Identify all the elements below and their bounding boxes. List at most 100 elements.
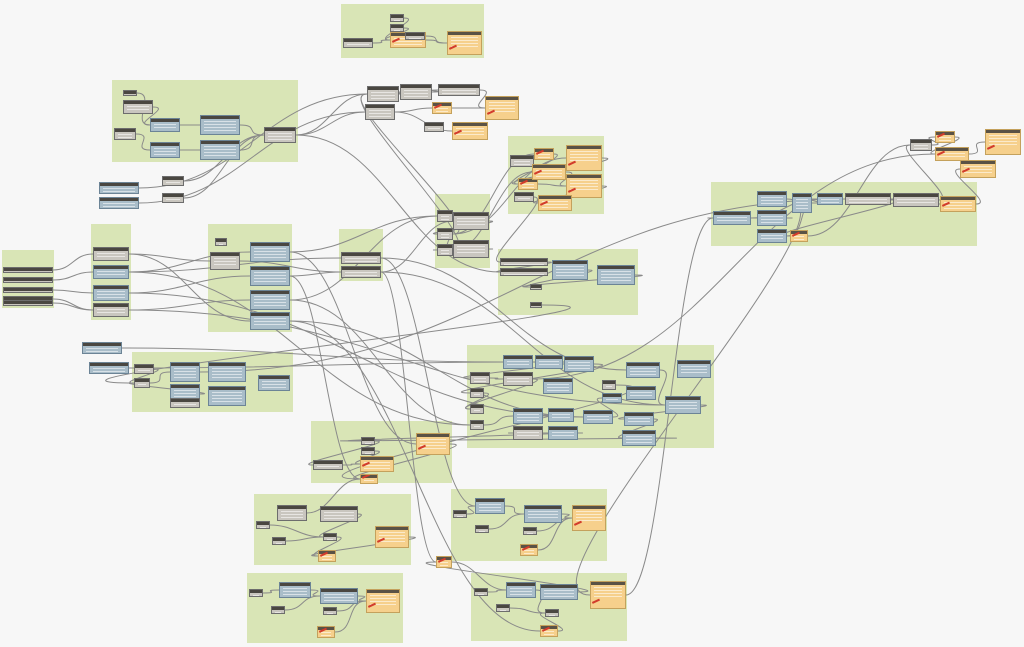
- connector-wire[interactable]: [262, 589, 280, 594]
- watch-node[interactable]: [452, 122, 488, 140]
- node-header[interactable]: [539, 196, 571, 199]
- connector-wire[interactable]: [289, 271, 342, 277]
- node-header[interactable]: [531, 285, 541, 288]
- node-header[interactable]: [171, 363, 199, 366]
- node-header[interactable]: [265, 128, 295, 131]
- connector-wire[interactable]: [121, 347, 504, 363]
- node-header[interactable]: [514, 427, 542, 430]
- function-node[interactable]: [208, 386, 246, 406]
- node-header[interactable]: [171, 385, 199, 388]
- node-header[interactable]: [961, 161, 995, 164]
- function-node[interactable]: [170, 362, 200, 382]
- node-header[interactable]: [758, 230, 786, 233]
- function-node[interactable]: [258, 375, 290, 391]
- connector-wire[interactable]: [313, 536, 342, 557]
- node-header[interactable]: [209, 363, 245, 366]
- input-node[interactable]: [264, 127, 296, 143]
- node-header[interactable]: [911, 140, 931, 143]
- connector-wire[interactable]: [522, 274, 643, 288]
- node-header[interactable]: [818, 194, 842, 197]
- connector-wire[interactable]: [128, 309, 666, 406]
- node-header[interactable]: [793, 194, 811, 197]
- function-node[interactable]: [200, 115, 240, 135]
- function-node[interactable]: [93, 285, 129, 301]
- node-header[interactable]: [319, 551, 335, 554]
- input-node[interactable]: [513, 426, 543, 440]
- node-header[interactable]: [124, 101, 152, 104]
- connector-wire[interactable]: [295, 134, 501, 273]
- function-node[interactable]: [250, 242, 290, 262]
- input-node[interactable]: [215, 238, 227, 246]
- node-header[interactable]: [531, 303, 541, 306]
- node-header[interactable]: [553, 261, 587, 264]
- watch-node[interactable]: [940, 196, 976, 212]
- input-node[interactable]: [3, 287, 53, 293]
- node-header[interactable]: [625, 413, 653, 416]
- function-node[interactable]: [82, 342, 122, 354]
- node-header[interactable]: [4, 297, 52, 300]
- function-node[interactable]: [597, 265, 635, 285]
- connector-wire[interactable]: [334, 600, 367, 633]
- node-header[interactable]: [476, 526, 488, 529]
- node-header[interactable]: [366, 105, 394, 108]
- connector-wire[interactable]: [394, 111, 453, 132]
- watch-node[interactable]: [432, 102, 452, 114]
- function-node[interactable]: [150, 142, 180, 158]
- connector-wire[interactable]: [618, 418, 658, 439]
- function-node[interactable]: [99, 182, 139, 194]
- connector-wire[interactable]: [430, 89, 440, 93]
- watch-node[interactable]: [532, 164, 566, 180]
- node-header[interactable]: [318, 627, 334, 630]
- node-header[interactable]: [280, 583, 310, 586]
- node-header[interactable]: [251, 313, 289, 316]
- node-header[interactable]: [273, 538, 285, 541]
- function-node[interactable]: [513, 408, 543, 424]
- node-header[interactable]: [515, 193, 533, 196]
- input-node[interactable]: [162, 193, 184, 203]
- node-header[interactable]: [504, 356, 532, 359]
- function-node[interactable]: [757, 191, 787, 207]
- node-header[interactable]: [94, 304, 128, 307]
- function-node[interactable]: [665, 396, 701, 414]
- watch-node[interactable]: [436, 556, 452, 568]
- node-header[interactable]: [567, 146, 601, 149]
- function-node[interactable]: [279, 582, 311, 598]
- node-header[interactable]: [251, 243, 289, 246]
- node-header[interactable]: [521, 545, 537, 548]
- node-header[interactable]: [791, 231, 807, 234]
- function-node[interactable]: [622, 430, 656, 446]
- watch-node[interactable]: [935, 131, 955, 143]
- function-node[interactable]: [602, 393, 622, 403]
- node-header[interactable]: [171, 399, 199, 402]
- input-node[interactable]: [249, 589, 263, 597]
- connector-wire[interactable]: [52, 289, 94, 294]
- node-header[interactable]: [565, 357, 593, 360]
- node-header[interactable]: [278, 506, 306, 509]
- node-header[interactable]: [362, 448, 374, 451]
- input-node[interactable]: [93, 303, 129, 317]
- node-header[interactable]: [454, 511, 466, 514]
- input-node[interactable]: [390, 24, 404, 32]
- connector-wire[interactable]: [425, 561, 589, 593]
- node-header[interactable]: [541, 626, 557, 629]
- input-node[interactable]: [271, 606, 285, 614]
- input-node[interactable]: [470, 420, 484, 430]
- connector-wire[interactable]: [930, 136, 960, 155]
- input-node[interactable]: [405, 32, 425, 40]
- node-header[interactable]: [115, 129, 135, 132]
- input-node[interactable]: [453, 212, 489, 230]
- connector-wire[interactable]: [52, 253, 94, 271]
- node-header[interactable]: [584, 411, 612, 414]
- node-header[interactable]: [514, 409, 542, 412]
- input-node[interactable]: [323, 533, 337, 541]
- input-node[interactable]: [503, 372, 533, 386]
- connector-wire[interactable]: [496, 196, 538, 263]
- watch-node[interactable]: [375, 526, 409, 548]
- connector-wire[interactable]: [319, 513, 362, 538]
- connector-wire[interactable]: [128, 253, 211, 262]
- connector-wire[interactable]: [465, 378, 538, 410]
- connector-wire[interactable]: [342, 463, 361, 466]
- node-header[interactable]: [549, 427, 577, 430]
- connector-wire[interactable]: [372, 39, 391, 44]
- node-header[interactable]: [342, 253, 380, 256]
